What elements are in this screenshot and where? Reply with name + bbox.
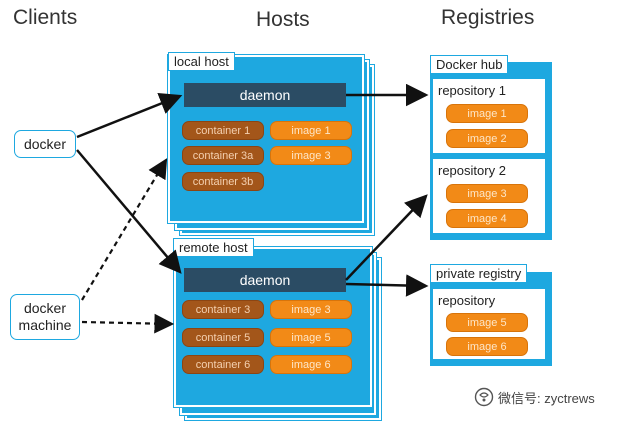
clients-title: Clients: [13, 6, 78, 29]
private-image-5: image 5: [446, 313, 528, 332]
docker-machine-box: docker machine: [10, 294, 80, 340]
remote-image-5: image 5: [270, 328, 352, 347]
hub-repo2-image-3: image 3: [446, 184, 528, 203]
docker-machine-label-line2: machine: [18, 317, 72, 333]
remote-host-label: remote host: [173, 238, 254, 257]
arrow-remote-daemon-to-repository-2: [345, 194, 428, 281]
local-host-label: local host: [168, 52, 235, 71]
remote-container-6: container 6: [182, 355, 264, 374]
remote-image-3: image 3: [270, 300, 352, 319]
local-container-1: container 1: [182, 121, 264, 140]
private-repository-title: repository: [438, 293, 496, 308]
hosts-title: Hosts: [256, 8, 310, 31]
docker-client-label: docker: [23, 135, 67, 152]
local-daemon: daemon: [184, 83, 346, 107]
arrow-remote-daemon-to-private-registry: [345, 274, 429, 297]
repository-2-title: repository 2: [438, 163, 506, 178]
hub-repo2-image-4: image 4: [446, 209, 528, 228]
remote-daemon: daemon: [184, 268, 346, 292]
docker-client-box: docker: [14, 130, 76, 158]
repository-1-title: repository 1: [438, 83, 506, 98]
local-container-3a: container 3a: [182, 146, 264, 165]
arrow-machine-to-remote-host: [81, 313, 175, 334]
local-image-1: image 1: [270, 121, 352, 140]
docker-machine-label-line1: docker: [23, 300, 67, 316]
private-registry-label: private registry: [430, 264, 528, 283]
watermark-text: 微信号: zyctrews: [498, 390, 595, 406]
remote-container-5: container 5: [182, 328, 264, 347]
registries-title: Registries: [441, 6, 535, 29]
remote-image-6: image 6: [270, 355, 352, 374]
arrow-machine-to-local-host: [81, 158, 168, 301]
remote-container-3: container 3: [182, 300, 264, 319]
wechat-icon: [474, 387, 494, 407]
local-image-3: image 3: [270, 146, 352, 165]
local-container-3b: container 3b: [182, 172, 264, 191]
private-image-6: image 6: [446, 337, 528, 356]
arrow-docker-to-remote-daemon: [76, 149, 182, 274]
hub-repo1-image-1: image 1: [446, 104, 528, 123]
watermark: 微信号: zyctrews: [474, 387, 595, 407]
docker-hub-label: Docker hub: [430, 55, 509, 74]
arrow-docker-to-local-daemon: [76, 92, 183, 139]
hub-repo1-image-2: image 2: [446, 129, 528, 148]
